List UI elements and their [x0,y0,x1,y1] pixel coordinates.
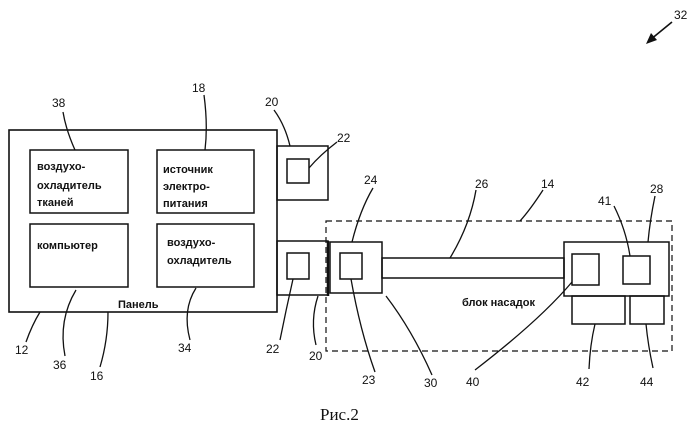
ref-16: 16 [90,369,104,383]
leader-12 [26,312,40,342]
handpiece-connector-box [330,242,382,293]
leader-38 [63,112,75,150]
handpiece-port [340,253,362,279]
module-42 [572,296,625,324]
ref-22-bottom: 22 [266,342,280,356]
ref-20-top: 20 [265,95,279,109]
power-supply-line1: источник [163,164,213,176]
leader-42 [589,324,595,369]
leader-34 [187,288,196,340]
leader-18 [204,95,206,150]
panel-label: Панель [118,299,159,311]
tissue-cooler-line2: охладитель [37,180,102,192]
leader-22b [280,279,293,340]
connector-box-lower [277,241,328,295]
power-supply-line3: питания [163,198,208,210]
module-44 [630,296,664,324]
ref-23: 23 [362,373,376,387]
ref-24: 24 [364,173,378,187]
ref-36: 36 [53,358,67,372]
ref-38: 38 [52,96,66,110]
ref-22-top: 22 [337,131,351,145]
leader-28 [648,196,655,242]
power-supply-line2: электро- [163,181,210,193]
leader-26 [450,190,476,258]
computer-box [30,224,128,287]
connector-port-lower [287,253,309,279]
ref-40: 40 [466,375,480,389]
ref-18: 18 [192,81,206,95]
ref-42: 42 [576,375,590,389]
ref-12: 12 [15,343,29,357]
cable [382,258,564,278]
ref-26: 26 [475,177,489,191]
computer-label: компьютер [37,240,98,252]
figure-caption: Рис.2 [320,405,359,424]
leader-40 [475,282,572,370]
panel-box [9,130,277,312]
nozzle-unit-region [326,221,672,351]
tissue-cooler-line1: воздухо- [37,161,86,173]
leader-41 [614,206,630,256]
leader-20b [313,296,318,345]
ref-32: 32 [674,8,688,22]
leader-14 [520,190,543,221]
air-cooler-line1: воздухо- [167,237,216,249]
nozzle-head-box [564,242,669,296]
leader-24 [352,188,373,242]
ref-30: 30 [424,376,438,390]
nozzle-port-41 [623,256,650,284]
leader-44 [646,324,653,368]
ref-34: 34 [178,341,192,355]
ref-14: 14 [541,177,555,191]
ref-20-bottom: 20 [309,349,323,363]
leader-30 [386,296,432,375]
connector-port-upper [287,159,309,183]
arrow-icon [646,22,672,44]
ref-41: 41 [598,194,612,208]
leader-16 [100,312,108,367]
air-cooler-line2: охладитель [167,255,232,267]
connector-box-upper [277,146,328,200]
tissue-cooler-line3: тканей [37,197,74,209]
ref-28: 28 [650,182,664,196]
nozzle-unit-label: блок насадок [462,297,535,309]
nozzle-port-40 [572,254,599,285]
leader-36 [63,290,76,356]
ref-44: 44 [640,375,654,389]
